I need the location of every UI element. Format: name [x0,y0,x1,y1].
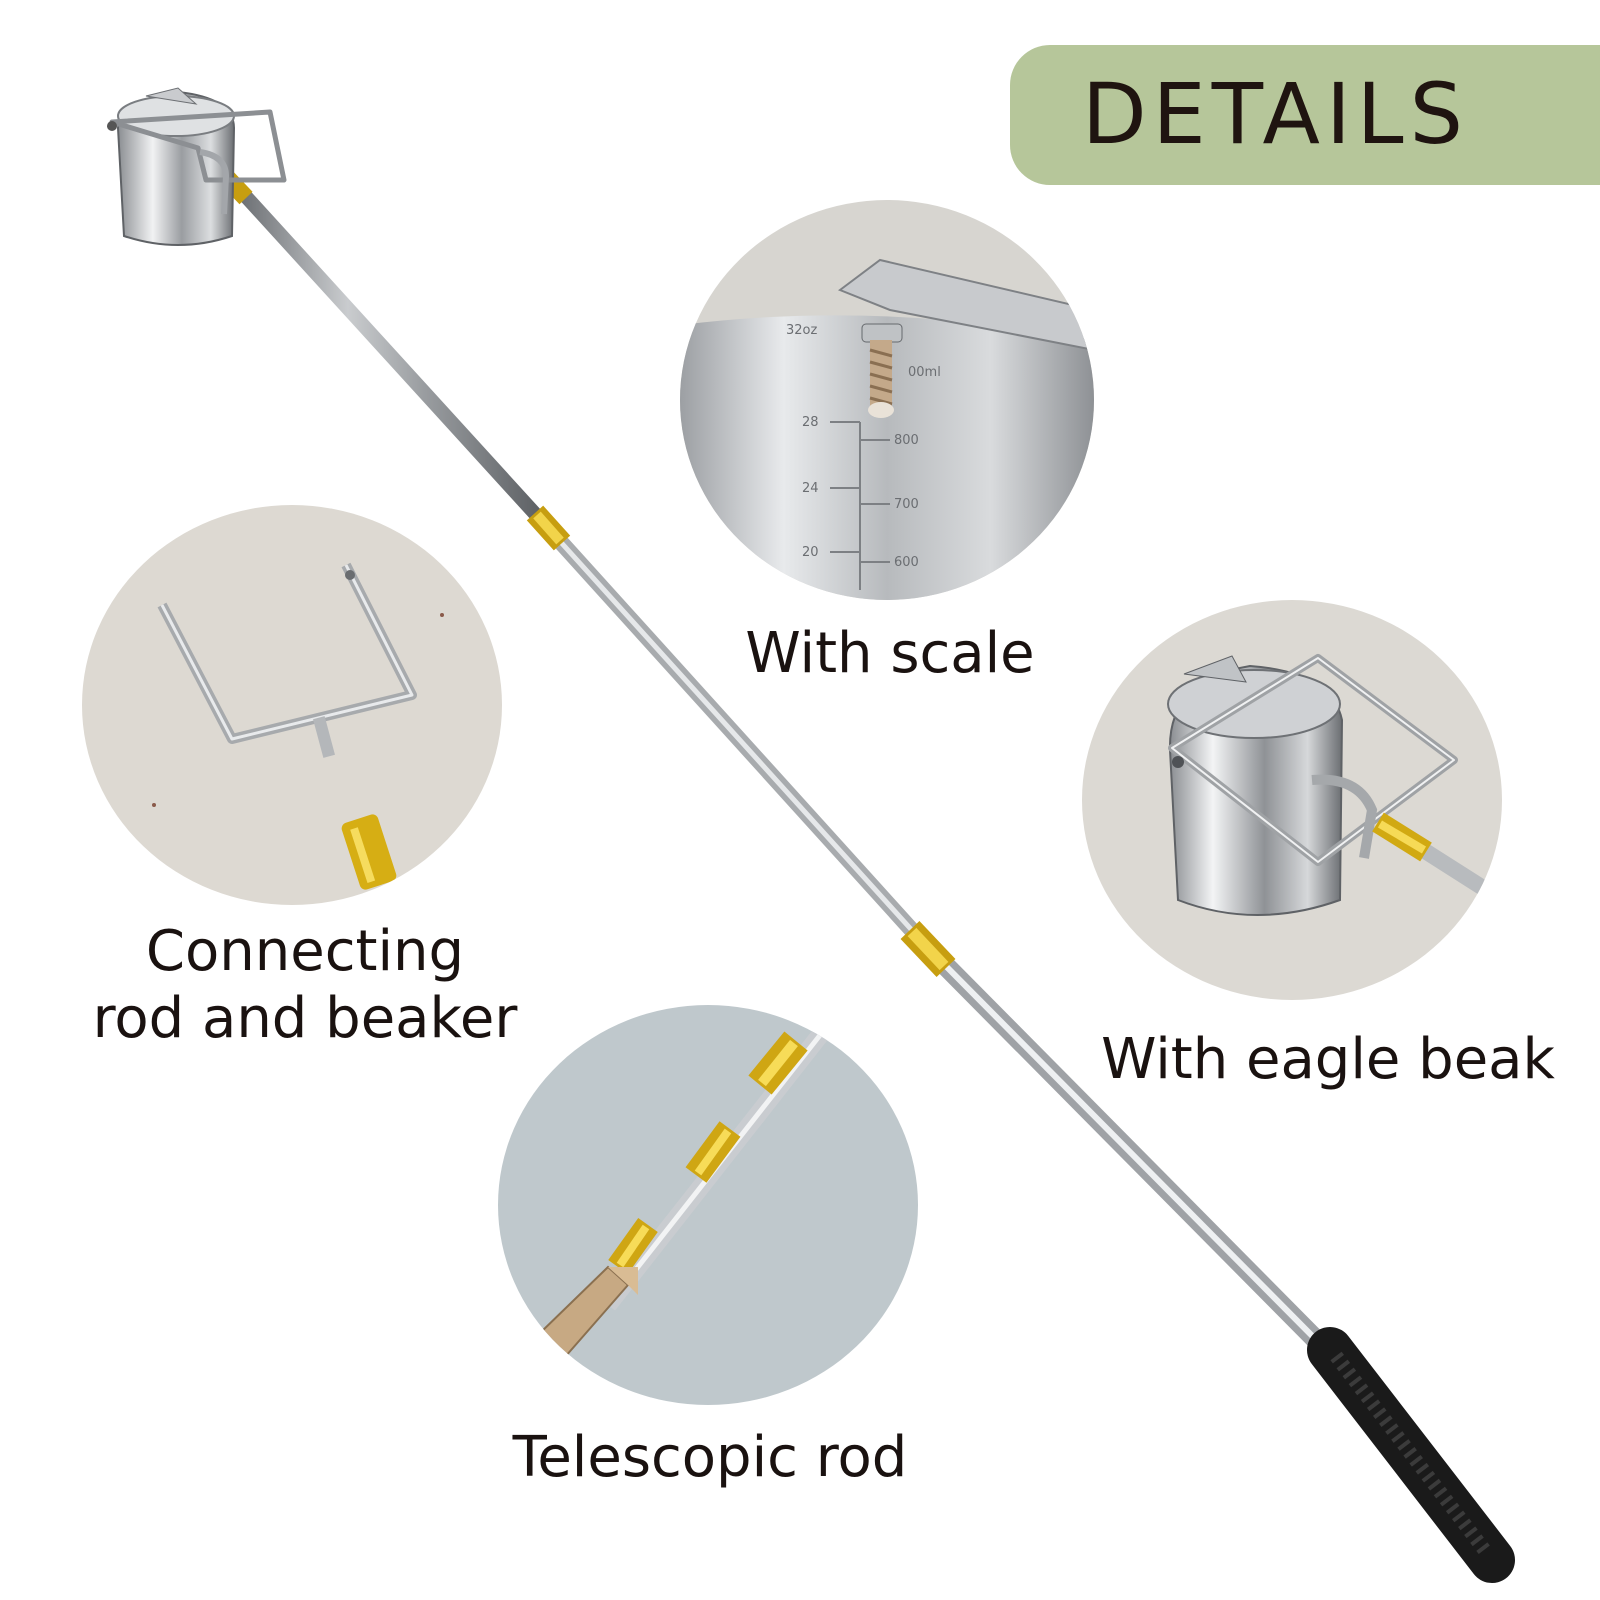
caption-line: rod and beaker [92,986,518,1052]
eagle-beak-photo [1082,600,1502,1000]
caption-line: Connecting [145,919,465,984]
scale-mark-ml: 600 [894,555,919,570]
caption-eagle-beak: With eagle beak [1101,1027,1555,1092]
telescopic-rod-photo [498,1005,918,1405]
connecting-rod-photo [82,505,502,905]
scale-detail-photo: 32oz 00ml 28 800 24 700 20 600 [680,200,1094,600]
beaker [107,87,287,246]
scale-mark-oz: 24 [802,481,819,496]
scale-mark-32oz: 32oz [786,323,817,338]
caption-telescopic-rod: Telescopic rod [512,1425,908,1490]
scale-mark-ml: 800 [894,433,919,448]
page-title: DETAILS [1082,65,1469,163]
scale-mark-ml-top: 00ml [908,365,941,380]
caption-connecting-rod: Connecting rod and beaker [60,918,550,1052]
caption-with-scale: With scale [745,621,1035,686]
telescopic-rod [219,170,1515,1583]
title-banner [1010,45,1600,185]
scale-mark-ml: 700 [894,497,919,512]
scale-mark-oz: 28 [802,415,819,430]
scale-mark-oz: 20 [802,545,819,560]
